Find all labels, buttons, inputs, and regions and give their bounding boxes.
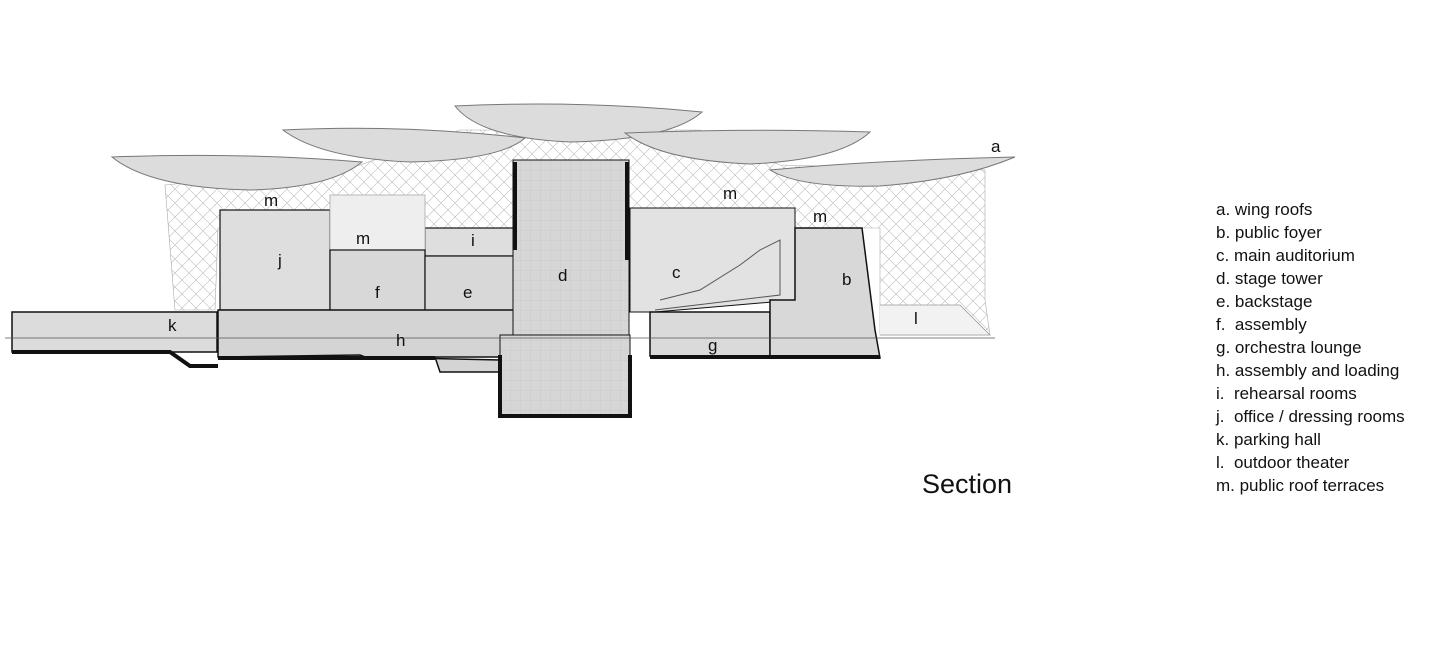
legend-item: d. stage tower <box>1216 269 1323 288</box>
legend-item: c. main auditorium <box>1216 246 1355 265</box>
legend-item: j. office / dressing rooms <box>1216 407 1405 426</box>
office-block <box>219 209 331 311</box>
legend-item: e. backstage <box>1216 292 1313 311</box>
orchestra-lounge <box>649 311 771 357</box>
label-e: e <box>463 283 472 302</box>
label-k: k <box>168 316 177 335</box>
terrace-block <box>329 194 426 251</box>
legend-item: b. public foyer <box>1216 223 1322 242</box>
building-mass <box>5 159 995 418</box>
stage-pit <box>499 334 631 416</box>
label-h: h <box>396 331 405 350</box>
auditorium-seating <box>654 239 781 311</box>
backstage <box>424 255 518 319</box>
legend-item: a. wing roofs <box>1216 200 1313 219</box>
stage-tower <box>512 159 630 336</box>
section-title: Section <box>922 469 1013 499</box>
label-i: i <box>471 231 475 250</box>
label-a: a <box>991 137 1001 156</box>
label-j: j <box>277 251 282 270</box>
legend-item: m. public roof terraces <box>1216 476 1385 495</box>
legend-item: f. assembly <box>1216 315 1307 334</box>
label-g: g <box>708 336 717 355</box>
wing-roofs <box>110 103 1016 191</box>
label-d: d <box>558 266 567 285</box>
label-l: l <box>914 309 918 328</box>
legend-item: l. outdoor theater <box>1216 453 1350 472</box>
parking-hall <box>11 311 218 353</box>
assembly <box>329 249 426 313</box>
label-b: b <box>842 270 851 289</box>
main-auditorium <box>629 207 796 313</box>
label-m-2: m <box>356 229 370 248</box>
room-labels: a m m m m i j d c b f e k h g l <box>168 137 1001 355</box>
label-c: c <box>672 263 681 282</box>
label-m-1: m <box>264 191 278 210</box>
label-m-3: m <box>723 184 737 203</box>
loading-level <box>217 309 521 373</box>
outdoor-theater-steps <box>880 304 991 336</box>
legend-item: g. orchestra lounge <box>1216 338 1362 357</box>
legend-item: h. assembly and loading <box>1216 361 1400 380</box>
label-f: f <box>375 283 380 302</box>
legend-item: i. rehearsal rooms <box>1216 384 1357 403</box>
legend-item: k. parking hall <box>1216 430 1321 449</box>
rehearsal-block <box>424 227 516 257</box>
legend: a. wing roofs b. public foyer c. main au… <box>1216 200 1405 499</box>
label-m-4: m <box>813 207 827 226</box>
stage-pit-walls <box>498 355 632 418</box>
parking-floor <box>12 350 218 368</box>
